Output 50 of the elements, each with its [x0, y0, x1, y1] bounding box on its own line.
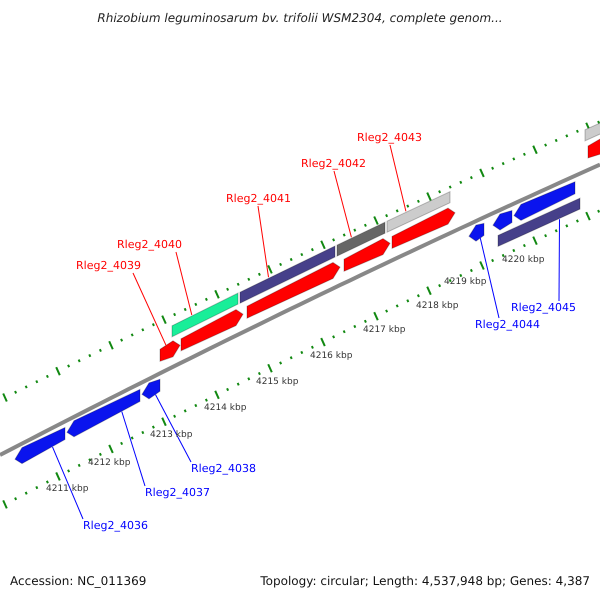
gene-label: Rleg2_4042 — [301, 158, 366, 169]
leader-line — [258, 206, 269, 278]
scale-label: 4215 kbp — [256, 378, 298, 387]
gene-label: Rleg2_4045 — [511, 302, 576, 313]
gene-feature — [513, 181, 576, 221]
gene-feature — [160, 340, 181, 362]
scale-label: 4220 kbp — [502, 256, 544, 265]
gene-feature — [468, 222, 484, 242]
feature-bar — [336, 221, 386, 257]
accession-text: Accession: NC_011369 — [10, 575, 146, 587]
gene-feature — [66, 388, 140, 438]
gene-label: Rleg2_4040 — [117, 239, 182, 250]
scale-label: 4211 kbp — [46, 485, 88, 494]
feature-bar — [240, 245, 336, 304]
gene-feature — [180, 309, 244, 352]
leader-line — [132, 272, 166, 346]
scale-label: 4213 kbp — [150, 431, 192, 440]
scale-label: 4219 kbp — [444, 278, 486, 287]
feature-bar — [386, 190, 450, 233]
leader-line — [480, 238, 500, 318]
leader-line — [52, 446, 84, 520]
scale-label: 4212 kbp — [88, 459, 130, 468]
gene-label: Rleg2_4039 — [76, 260, 141, 271]
gene-label: Rleg2_4044 — [475, 319, 540, 330]
gene-feature — [246, 262, 341, 319]
leader-line — [176, 252, 192, 316]
gene-feature — [392, 208, 456, 250]
scale-label: 4218 kbp — [416, 302, 458, 311]
scale-label: 4217 kbp — [363, 326, 406, 335]
gene-feature — [141, 378, 160, 400]
gene-label: Rleg2_4041 — [226, 193, 291, 204]
scale-label: 4216 kbp — [310, 352, 352, 361]
genome-stats-text: Topology: circular; Length: 4,537,948 bp; Genes: 4,387 — [260, 575, 590, 587]
gene-feature — [492, 210, 512, 231]
feature-bar — [498, 197, 580, 248]
feature-bar — [172, 292, 238, 338]
leader-line — [334, 170, 352, 238]
leader-line — [121, 411, 146, 486]
leader-line — [390, 144, 406, 212]
leader-line — [155, 394, 192, 462]
gene-label: Rleg2_4038 — [191, 463, 256, 474]
gene-label: Rleg2_4043 — [357, 132, 422, 143]
gene-feature — [14, 426, 66, 464]
leader-line — [558, 218, 560, 302]
map-title: Rhizobium leguminosarum bv. trifolii WSM2304, complete genom... — [97, 11, 503, 25]
gene-feature — [344, 238, 391, 272]
gene-label: Rleg2_4037 — [145, 487, 210, 498]
gene-feature — [588, 136, 600, 159]
scale-label: 4214 kbp — [204, 404, 246, 413]
gene-label: Rleg2_4036 — [83, 520, 148, 531]
